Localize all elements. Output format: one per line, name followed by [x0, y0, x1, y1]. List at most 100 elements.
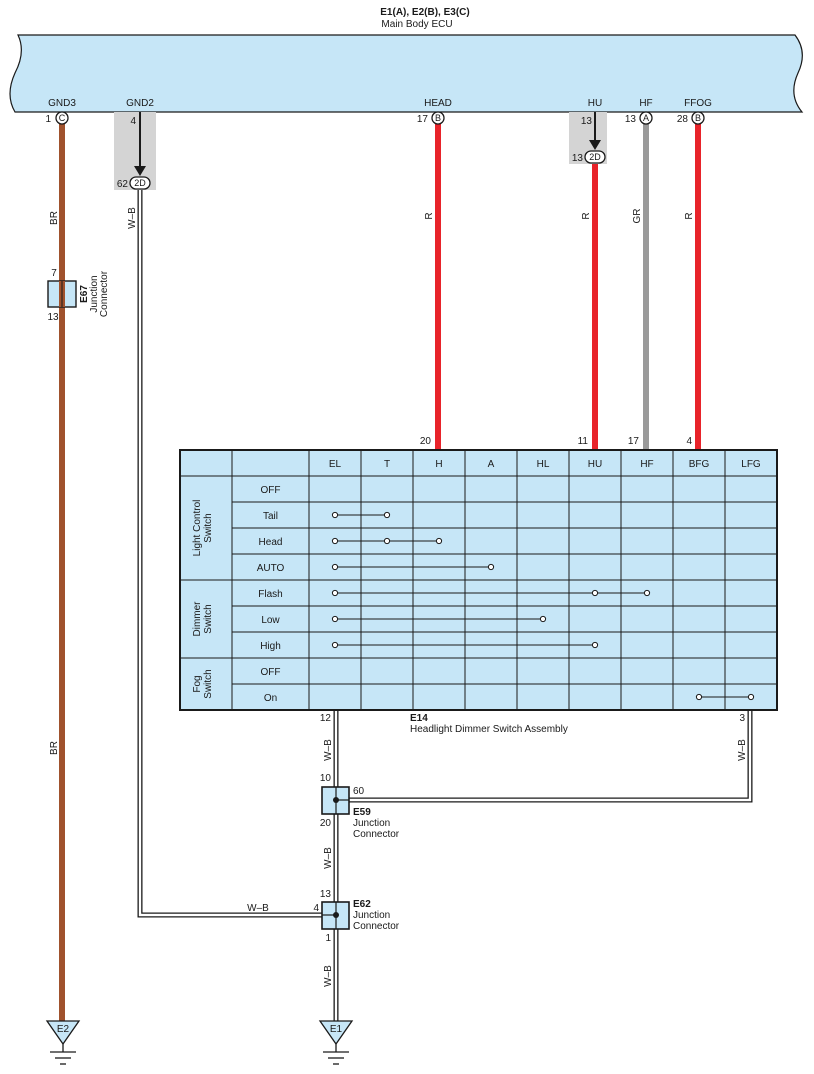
switch-contact-dot: [487, 563, 495, 571]
switch-contact-dot: [331, 563, 339, 571]
wire-br: [59, 124, 65, 1022]
junction-e59-name2: Connector: [353, 829, 400, 840]
switch-code: E14: [410, 713, 428, 724]
ecu-body: [9, 34, 804, 113]
switch-contact-dot: [747, 693, 755, 701]
arrow-down-icon: [134, 166, 146, 176]
switch-group-label: Light Control: [192, 500, 203, 557]
junction-e67-code: E67: [79, 285, 90, 303]
junction-e59-code: E59: [353, 807, 371, 818]
junction-e67: [47, 280, 77, 308]
wire-label-wb-horizontal: W–B: [247, 903, 269, 914]
wire-label-r-head: R: [424, 212, 435, 219]
ecu-pin-num-ffog: 28: [677, 114, 689, 125]
switch-contact-dot: [695, 693, 703, 701]
junction-e62-pin-top: 13: [320, 889, 332, 900]
junction-e67-name1: Junction: [89, 275, 100, 312]
switch-row-label: Low: [261, 615, 280, 626]
junction-e59-pin-right: 60: [353, 786, 365, 797]
ecu-pin-conn-ffog: B: [695, 113, 701, 123]
switch-pin-hf: 17: [628, 436, 640, 447]
arrow-down-icon: [589, 140, 601, 150]
switch-row-label: On: [264, 693, 277, 704]
junction-e62-pin-left: 4: [313, 903, 319, 914]
switch-pin-lfg: 3: [739, 713, 745, 724]
junction-e67-pin-bottom: 13: [47, 312, 59, 323]
wire-label-wb-gnd2: W–B: [127, 207, 138, 229]
switch-row-label: Tail: [263, 511, 278, 522]
junction-e62-name1: Junction: [353, 910, 390, 921]
switch-row-label: High: [260, 641, 281, 652]
wire-label-r-hu: R: [581, 212, 592, 219]
ground-e1: [318, 1020, 354, 1065]
wire-gr-hf: [643, 124, 649, 450]
ecu-pin-label-gnd3: GND3: [48, 98, 76, 109]
inline-conn-gnd2-num: 62: [117, 179, 129, 190]
switch-name: Headlight Dimmer Switch Assembly: [410, 724, 568, 735]
ecu-pin-gnd3: C: [55, 111, 69, 125]
ecu-pin-num-gnd2: 4: [130, 116, 136, 127]
switch-contact-dot: [331, 511, 339, 519]
ground-e1-label: E1: [330, 1024, 343, 1035]
switch-contact-dot: [591, 641, 599, 649]
switch-row-label: OFF: [261, 485, 281, 496]
ground-e2: [45, 1020, 81, 1065]
inline-conn-hu-num: 13: [572, 153, 584, 164]
junction-e59-name1: Junction: [353, 818, 390, 829]
wire-r-hu: [592, 164, 598, 450]
switch-col-header: H: [435, 459, 442, 470]
wire-label-r-ffog: R: [684, 212, 695, 219]
switch-col-header: LFG: [741, 459, 761, 470]
junction-e59-pin-top: 10: [320, 773, 332, 784]
junction-e62: [321, 901, 350, 930]
ecu-pin-conn-gnd3: C: [59, 113, 66, 123]
switch-group-label: Switch: [203, 669, 214, 698]
switch-contact-dot: [383, 537, 391, 545]
junction-e62-pin-bottom: 1: [325, 933, 331, 944]
ecu-pin-label-ffog: FFOG: [684, 98, 712, 109]
wire-r-ffog: [695, 124, 701, 450]
wire-label-wb-e62: W–B: [323, 965, 334, 987]
switch-row-label: OFF: [261, 667, 281, 678]
junction-e67-pin-top: 7: [51, 268, 57, 279]
switch-col-header: EL: [329, 459, 342, 470]
switch-pin-ffog: 4: [686, 436, 692, 447]
junction-e67-name2: Connector: [99, 270, 110, 317]
switch-col-header: T: [384, 459, 390, 470]
switch-group-label: Switch: [203, 513, 214, 542]
junction-e62-code: E62: [353, 899, 371, 910]
wire-r-head: [435, 124, 441, 450]
switch-contact-dot: [383, 511, 391, 519]
ecu-pin-label-head: HEAD: [424, 98, 452, 109]
inline-conn-gnd2-id: 2D: [134, 178, 146, 188]
switch-col-header: HL: [537, 459, 550, 470]
switch-row-label: Head: [259, 537, 283, 548]
wire-label-br-top: BR: [49, 211, 60, 225]
wire-label-gr-hf: GR: [632, 209, 643, 224]
wire-label-wb-el: W–B: [323, 739, 334, 761]
inline-conn-gnd2: [129, 176, 151, 190]
switch-group-label: Fog: [192, 675, 203, 692]
switch-row-label: AUTO: [257, 563, 285, 574]
ecu-pin-label-hf: HF: [639, 98, 652, 109]
ecu-pin-num-hf: 13: [625, 114, 637, 125]
inline-conn-hu-id: 2D: [589, 152, 601, 162]
switch-col-header: BFG: [689, 459, 710, 470]
switch-col-header: A: [488, 459, 495, 470]
ecu-pin-ffog: B: [691, 111, 705, 125]
junction-e62-name2: Connector: [353, 921, 400, 932]
switch-contact-dot: [539, 615, 547, 623]
switch-col-header: HF: [640, 459, 653, 470]
ecu-pin-num-hu: 13: [581, 116, 593, 127]
ecu-pin-head: B: [431, 111, 445, 125]
ecu-pin-num-head: 17: [417, 114, 429, 125]
ecu-pin-hf: A: [639, 111, 653, 125]
switch-contact-dot: [331, 615, 339, 623]
wire-label-br-bottom: BR: [49, 741, 60, 755]
ecu-name: Main Body ECU: [381, 19, 452, 30]
wire-label-wb-e59: W–B: [323, 847, 334, 869]
switch-group-label: Dimmer: [192, 601, 203, 637]
junction-e59-pin-bottom: 20: [320, 818, 332, 829]
